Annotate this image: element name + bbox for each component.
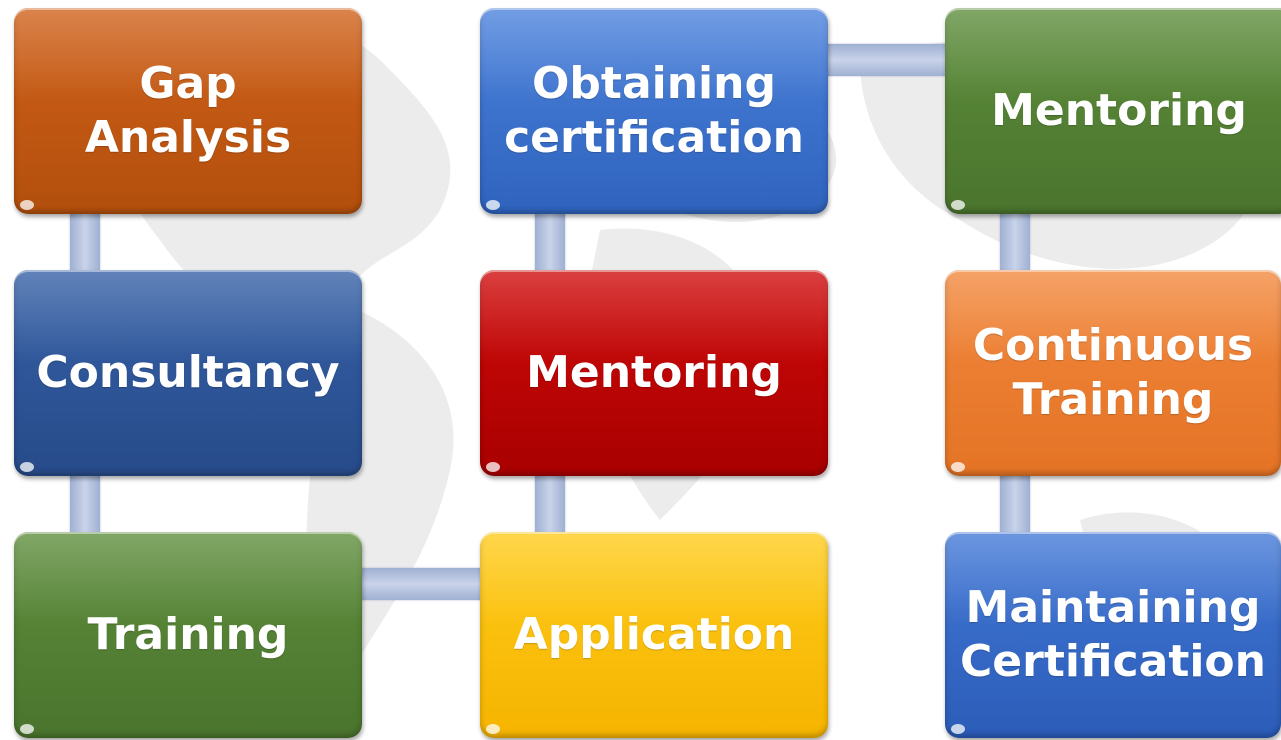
connector-obtaining-mentoring-right [820,44,955,76]
continuous-training-box: Continuous Training [945,270,1281,476]
mentoring-right-label: Mentoring [991,85,1247,136]
connector-training-application [355,568,490,600]
mentoring-center-box: Mentoring [480,270,828,476]
maintaining-certification-label: Maintaining Certification [959,582,1266,687]
gap-analysis-box: Gap Analysis [14,8,362,214]
connector-mentoring-continuous [1000,210,1030,280]
maintaining-certification-box: Maintaining Certification [945,532,1281,738]
consultancy-box: Consultancy [14,270,362,476]
obtaining-certification-box: Obtaining certification [480,8,828,214]
training-box: Training [14,532,362,738]
application-label: Application [513,609,795,660]
obtaining-certification-label: Obtaining certification [504,58,804,163]
connector-gap-consultancy [70,210,100,280]
application-box: Application [480,532,828,738]
consultancy-label: Consultancy [36,347,340,398]
connector-mentoring-obtaining [535,210,565,280]
mentoring-center-label: Mentoring [526,347,782,398]
training-label: Training [87,609,289,660]
gap-analysis-label: Gap Analysis [84,58,292,163]
continuous-training-label: Continuous Training [972,320,1254,425]
mentoring-right-box: Mentoring [945,8,1281,214]
